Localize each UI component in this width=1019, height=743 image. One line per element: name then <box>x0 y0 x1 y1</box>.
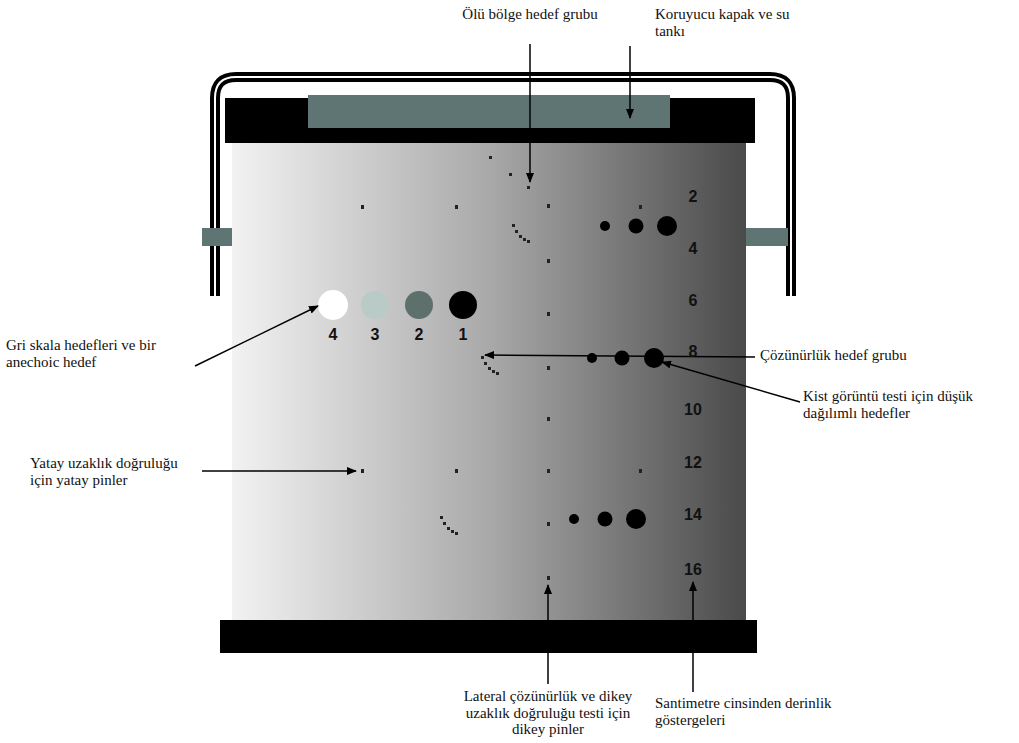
depth-marker: 2 <box>673 188 713 206</box>
callout-label: Kist görüntü testi için düşük dağılımlı … <box>803 388 1015 422</box>
callout-label: Santimetre cinsinden derinlik göstergele… <box>655 695 855 729</box>
side-knob <box>746 228 788 246</box>
callout-label: Yatay uzaklık doğruluğu için yatay pinle… <box>30 455 202 489</box>
depth-marker: 16 <box>673 561 713 579</box>
pins <box>361 204 642 580</box>
grayscale-target <box>318 290 348 320</box>
base <box>220 620 757 653</box>
grayscale-number: 4 <box>318 326 348 344</box>
depth-marker: 12 <box>673 454 713 472</box>
cyst-targets <box>569 216 677 529</box>
grayscale-target <box>405 291 433 319</box>
depth-marker: 14 <box>673 506 713 524</box>
leader-arrows <box>195 44 800 692</box>
callout-label: Lateral çözünürlük ve dikey uzaklık doğr… <box>448 688 648 738</box>
grayscale-number: 2 <box>404 326 434 344</box>
depth-marker: 6 <box>673 292 713 310</box>
callout-label: Koruyucu kapak ve su tankı <box>655 6 805 40</box>
grayscale-target <box>449 291 477 319</box>
phantom-body <box>232 140 746 622</box>
grayscale-number: 3 <box>360 326 390 344</box>
depth-marker: 8 <box>673 343 713 361</box>
resolution-targets <box>440 224 530 535</box>
callout-label: Ölü bölge hedef grubu <box>455 6 605 23</box>
grayscale-target <box>361 291 389 319</box>
water-tank <box>308 95 670 128</box>
callout-label: Gri skala hedefleri ve bir anechoic hede… <box>6 337 196 371</box>
grayscale-number: 1 <box>448 326 478 344</box>
side-knob <box>202 228 232 246</box>
depth-marker: 4 <box>673 240 713 258</box>
callout-label: Çözünürlük hedef grubu <box>760 347 1000 364</box>
dead-zone-targets <box>489 156 530 189</box>
depth-marker: 10 <box>673 401 713 419</box>
